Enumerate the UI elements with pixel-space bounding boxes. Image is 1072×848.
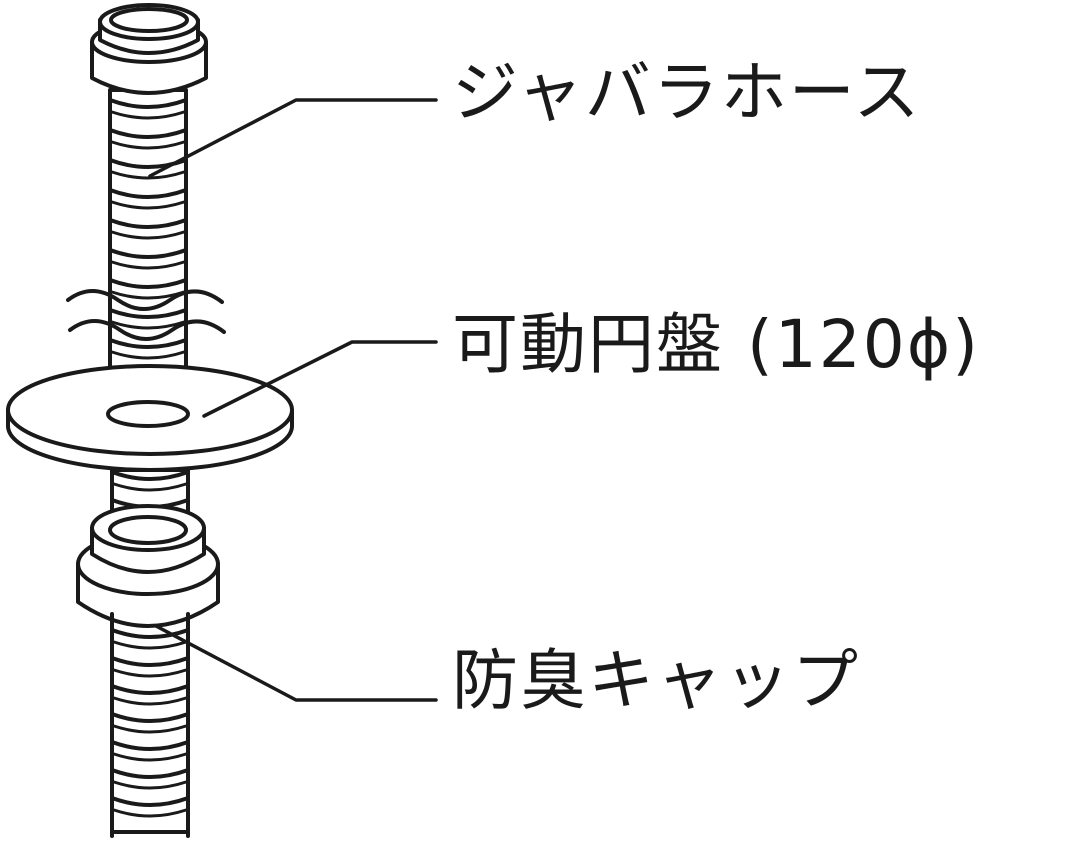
hose-rib-inner <box>110 110 186 120</box>
hose-rib-inner <box>110 230 186 240</box>
hose-rib-inner <box>110 170 186 180</box>
hose-rib <box>110 796 190 807</box>
leader-line-disc <box>202 340 438 418</box>
hose-rib-inner <box>110 260 186 270</box>
hose-rib-inner <box>112 724 188 734</box>
hose-rib-inner <box>110 350 186 360</box>
leader-line-hose <box>148 98 438 178</box>
hose-rib <box>110 628 190 639</box>
hose-rib <box>110 470 190 481</box>
hose-rib <box>108 188 188 199</box>
hose-rib <box>108 218 188 229</box>
hose-rib <box>108 278 188 289</box>
hose-rib-inner <box>110 320 186 330</box>
hose-rib <box>110 768 190 779</box>
hose-rib-inner <box>110 200 186 210</box>
leader-lines <box>148 98 438 702</box>
hose-rib-inner <box>112 752 188 762</box>
hose-rib-inner <box>112 640 188 650</box>
leader-line-cap <box>154 624 438 702</box>
hose-rib-inner <box>112 780 188 790</box>
label-odor-cap: 防臭キャップ <box>452 642 860 719</box>
odor-cap <box>76 504 220 838</box>
lower-hose-ribs <box>110 470 190 818</box>
hose-rib-inner <box>110 140 186 150</box>
break-symbol <box>66 289 226 341</box>
hose-rib <box>110 712 190 723</box>
hose-top-fitting <box>90 3 208 95</box>
hose-rib-inner <box>112 668 188 678</box>
hose-rib <box>110 684 190 695</box>
label-bellows-hose: ジャバラホース <box>452 54 922 131</box>
hose-rib-inner <box>112 482 188 492</box>
movable-disc <box>6 364 294 472</box>
hose-rib <box>108 128 188 139</box>
hose-rib <box>110 656 190 667</box>
hose-rib <box>108 98 188 109</box>
hose-rib <box>108 308 188 319</box>
hose-rib <box>110 740 190 751</box>
hose-rib-inner <box>112 808 188 818</box>
hose-rib <box>108 338 188 349</box>
hose-rib <box>108 248 188 259</box>
label-movable-disc: 可動円盤 (120ϕ) <box>452 306 980 383</box>
hose-rib-inner <box>112 696 188 706</box>
